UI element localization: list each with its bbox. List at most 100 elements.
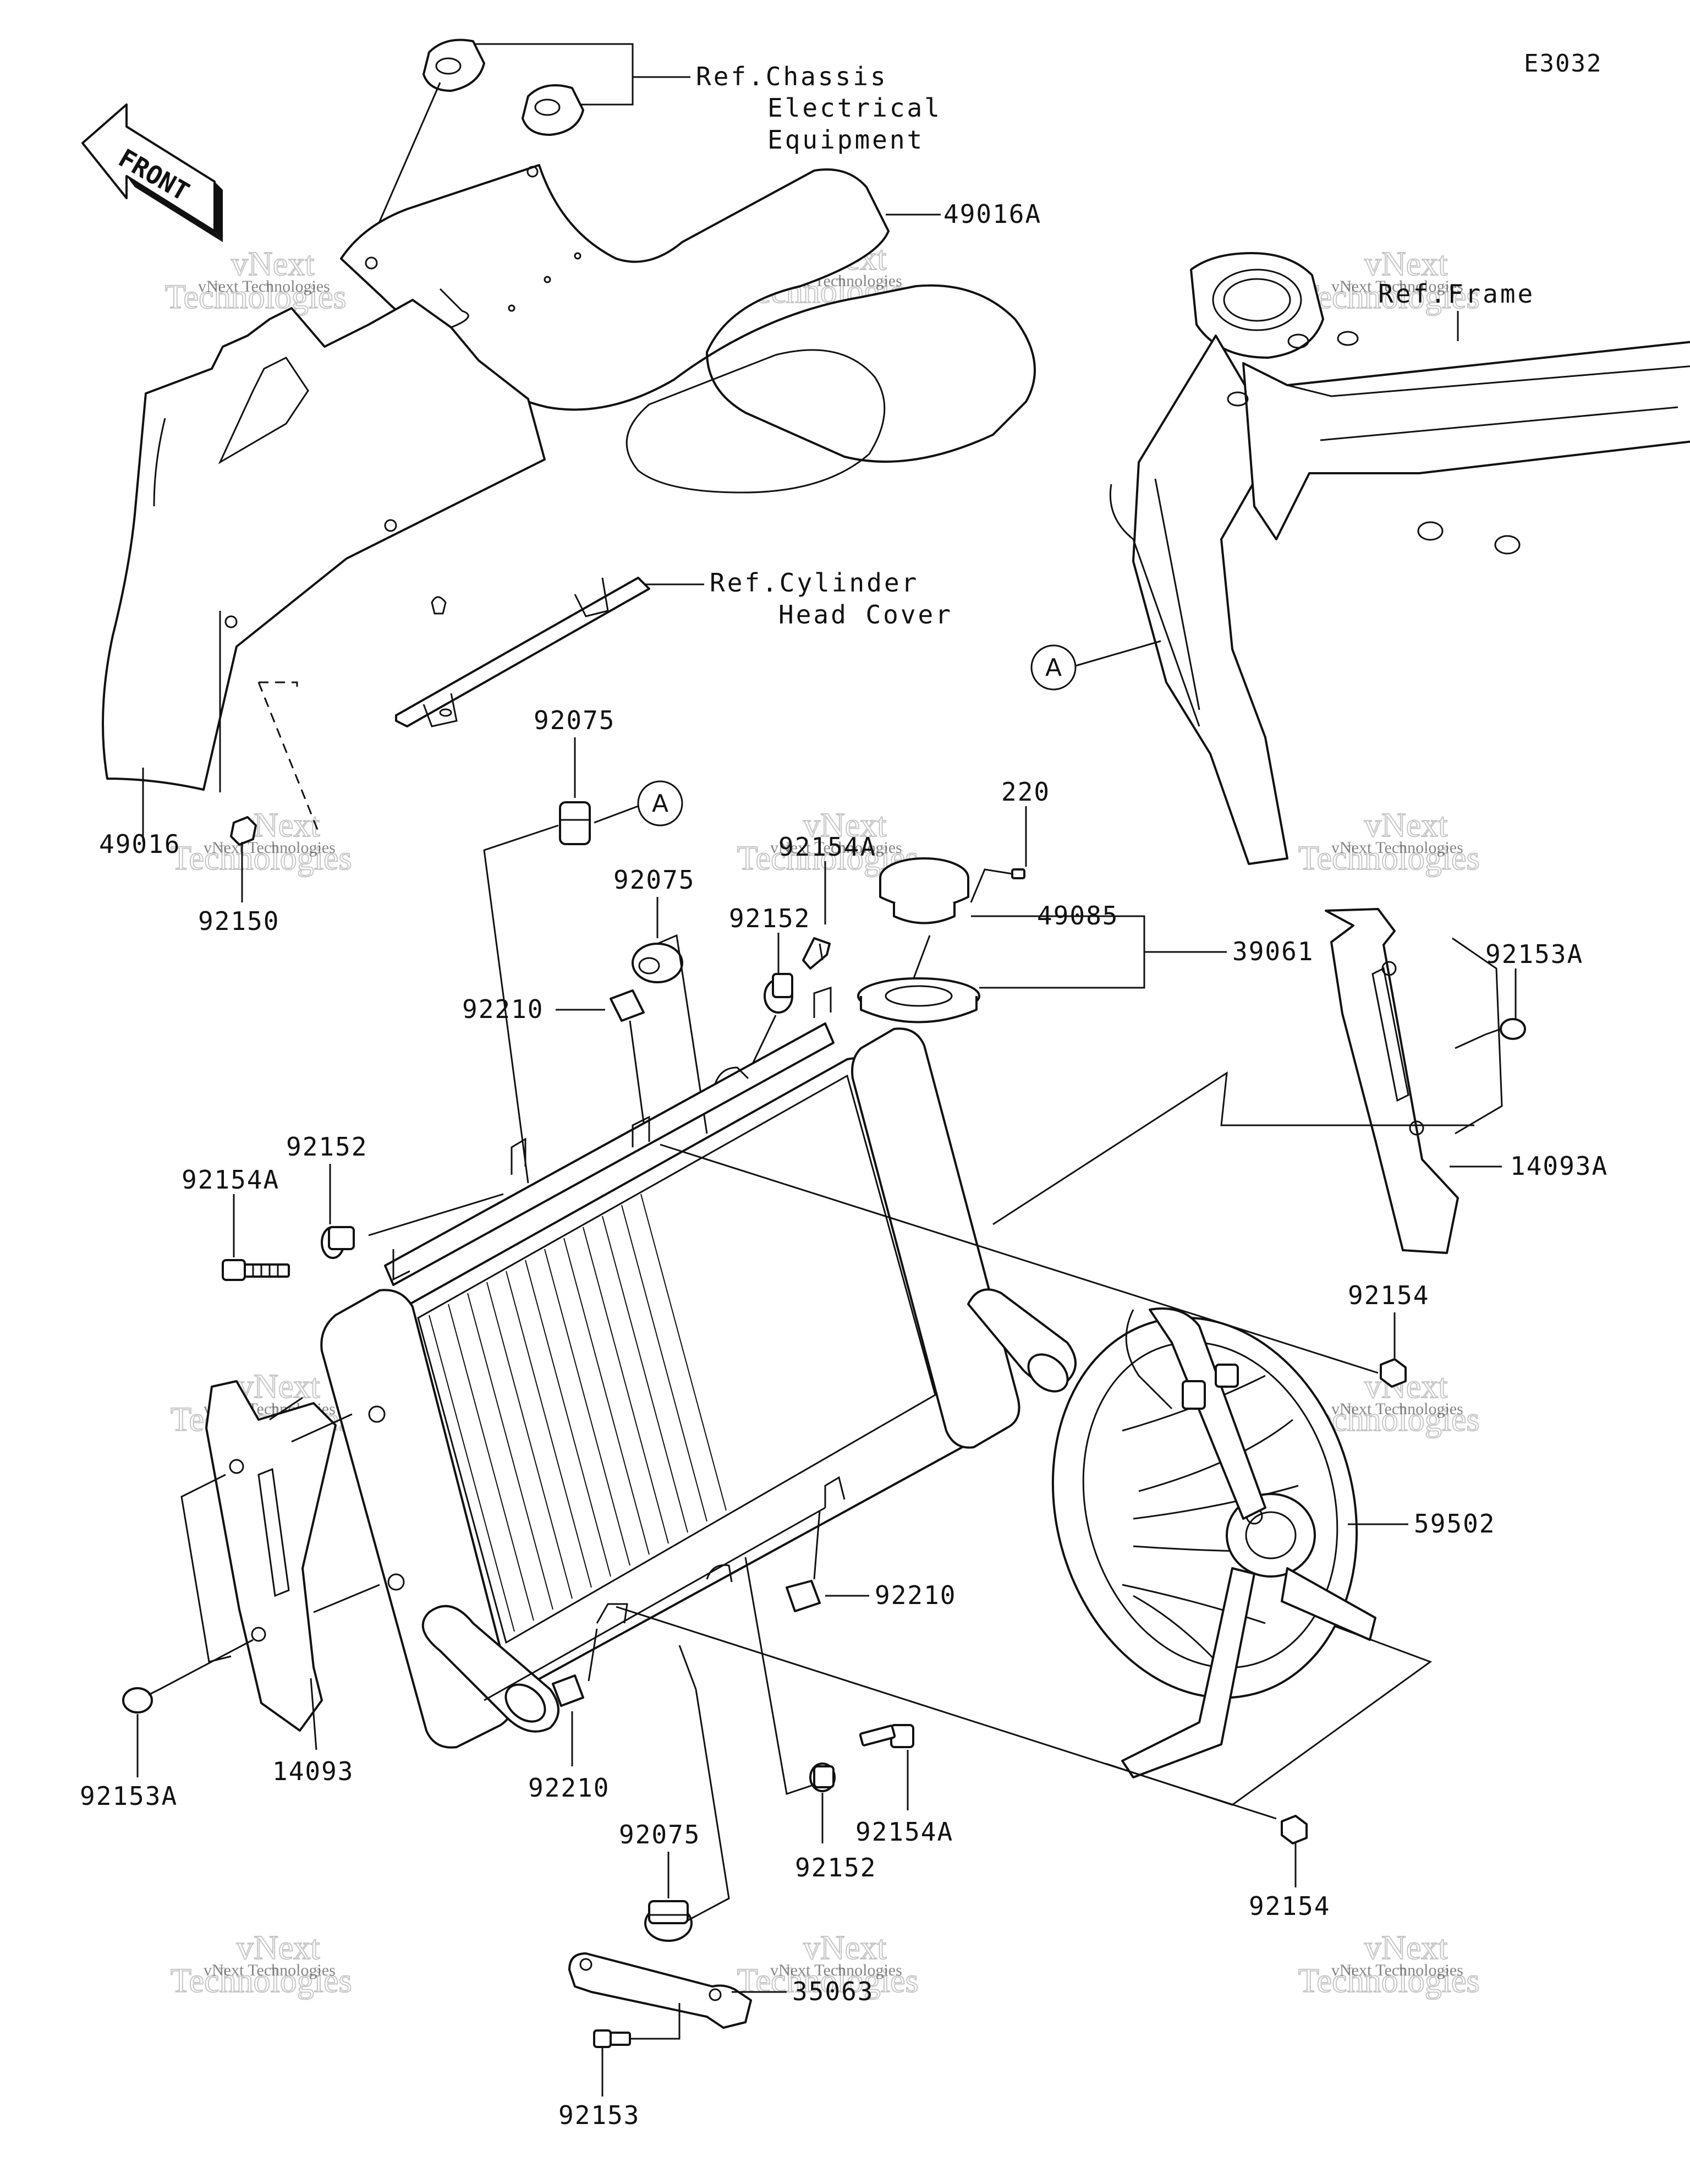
leader-92075-top-down: [483, 824, 559, 1184]
watermark-vnext: vNext: [803, 1929, 887, 1967]
part-35063-bracket: [568, 1952, 752, 2029]
label-92152-left: 92152: [286, 1132, 367, 1162]
label-92154A-bottom: 92154A: [855, 1817, 953, 1847]
watermark-text: vNext Technologies: [1331, 1400, 1463, 1418]
label-49085: 49085: [1037, 901, 1118, 930]
label-35063: 35063: [792, 1977, 874, 2006]
watermark-text: vNext Technologies: [1331, 839, 1463, 857]
watermark-technologies: Technologies: [171, 840, 352, 877]
leader-92153A-left-to-bracket: [159, 1639, 254, 1690]
leader-92154-right-to-rad: [660, 1143, 1379, 1374]
ref-cylinder-head-cover: Ref.Cylinder Head Cover: [710, 568, 953, 630]
part-92153-bolt: [593, 2029, 631, 2048]
part-220-screw: [1011, 868, 1025, 879]
watermark-text: vNext Technologies: [1331, 1961, 1463, 1979]
marker-A-frame-text: A: [1045, 654, 1062, 682]
label-92154-bottom: 92154: [1249, 1891, 1330, 1921]
leader-92075-bottom-rad: [678, 1645, 697, 1690]
watermark-technologies: Technologies: [1298, 278, 1480, 316]
part-92150-bolt: [230, 816, 257, 846]
leader-220-cap: [970, 868, 1013, 903]
label-92075-mid: 92075: [613, 865, 695, 895]
watermark-text: vNext Technologies: [1331, 277, 1463, 295]
leader-92153-zig: [630, 2003, 681, 2040]
watermark-technologies: Technologies: [165, 278, 347, 316]
label-92075-top: 92075: [534, 705, 615, 735]
watermark-vnext: vNext: [1364, 1929, 1448, 1967]
leader-14093-to-rad: [291, 1413, 353, 1443]
label-39061: 39061: [1232, 937, 1314, 966]
part-92210-right: [786, 1580, 821, 1612]
leader-92210-right-to-rad: [813, 1510, 821, 1580]
watermark-technologies: Technologies: [1298, 840, 1480, 877]
part-92075-bottom: [644, 1900, 693, 1942]
leader-ref-chassis-b: [567, 77, 634, 106]
label-92154-right: 92154: [1348, 1280, 1429, 1310]
leader-92152-left-to-rad: [368, 1193, 504, 1236]
ref-frame: Ref.Frame: [1378, 279, 1535, 309]
part-39061-neck: [857, 977, 980, 1023]
leader-ref-chassis: [468, 43, 690, 78]
part-14093A-bracket: [1325, 908, 1459, 1254]
ref-chassis-line1: Ref.Chassis: [696, 62, 888, 91]
watermark: vNext Technologies vNext Technologies: [1298, 1929, 1480, 2000]
marker-A-grommet: A: [637, 780, 683, 826]
part-92210-top: [610, 989, 645, 1022]
part-92154A-left: [222, 1259, 290, 1281]
leader-92075-bottom-zig: [687, 1689, 730, 1922]
label-92150: 92150: [198, 906, 279, 936]
part-92075-mid: [632, 943, 683, 983]
ref-chassis-line2: Electrical: [767, 93, 942, 123]
watermark-vnext: vNext: [231, 245, 315, 283]
leader-A-grommet: [594, 805, 639, 824]
marker-A-frame: A: [1030, 644, 1077, 691]
label-92152-bottom: 92152: [795, 1853, 876, 1882]
dash-49016-fastener: [259, 681, 298, 693]
label-92152-top: 92152: [729, 904, 810, 933]
label-92075-bottom: 92075: [619, 1820, 700, 1849]
leader-A-frame: [1075, 640, 1161, 667]
front-arrow-icon: FRONT: [81, 103, 223, 242]
watermark: vNext Technologies vNext Technologies: [164, 245, 347, 316]
label-59502: 59502: [1414, 1509, 1495, 1539]
ref-chassis-electrical: Ref.Chassis Electrical Equipment: [696, 62, 942, 155]
leader-14093A-cross: [992, 1071, 1474, 1225]
leader-49085-neck: [912, 935, 931, 980]
ref-cylinder-line2: Head Cover: [778, 600, 953, 630]
watermark-text: vNext Technologies: [204, 839, 336, 857]
watermark-technologies: Technologies: [1298, 1962, 1480, 2000]
part-92154A-top: [802, 937, 831, 970]
leader-92153A-right-to-bracket: [1455, 1033, 1486, 1049]
label-92153A-right: 92153A: [1485, 939, 1583, 969]
diagram-code: E3032: [1524, 50, 1602, 78]
watermark-vnext: vNext: [1364, 245, 1448, 283]
part-92153A-left: [122, 1687, 160, 1714]
watermark: vNext Technologies vNext Technologies: [737, 1929, 919, 2000]
watermark: vNext Technologies vNext Technologies: [1298, 806, 1480, 878]
label-92154A-left: 92154A: [182, 1165, 279, 1195]
label-92153: 92153: [558, 2100, 640, 2130]
label-92153A-left: 92153A: [80, 1781, 178, 1811]
watermark-text: vNext Technologies: [770, 839, 902, 857]
watermark-vnext: vNext: [237, 1929, 320, 1967]
part-49085-cap: [879, 857, 969, 924]
radiator-core: [320, 986, 1077, 1749]
label-92210-right: 92210: [875, 1580, 956, 1610]
part-49016-shroud: [102, 299, 546, 792]
ref-cylinder-line1: Ref.Cylinder: [710, 568, 919, 598]
label-92154A-top: 92154A: [778, 832, 876, 862]
label-92210-top: 92210: [462, 994, 544, 1024]
watermark-vnext: vNext: [237, 1368, 320, 1405]
marker-A-grommet-text: A: [652, 790, 668, 818]
part-92154A-bottom: [859, 1724, 914, 1748]
watermark-technologies: Technologies: [737, 1962, 919, 2000]
watermark: vNext Technologies vNext Technologies: [170, 1929, 353, 2000]
label-14093: 14093: [272, 1756, 354, 1786]
part-92075-top: [559, 801, 591, 845]
ref-chassis-line3: Equipment: [767, 125, 924, 155]
leader-14093A-zig: [1452, 937, 1503, 1135]
part-59502-fan: [1051, 1307, 1376, 1778]
leader-14093: [310, 1678, 317, 1750]
watermark: vNext Technologies vNext Technologies: [737, 806, 919, 878]
part-92210-bottom: [552, 1674, 584, 1707]
